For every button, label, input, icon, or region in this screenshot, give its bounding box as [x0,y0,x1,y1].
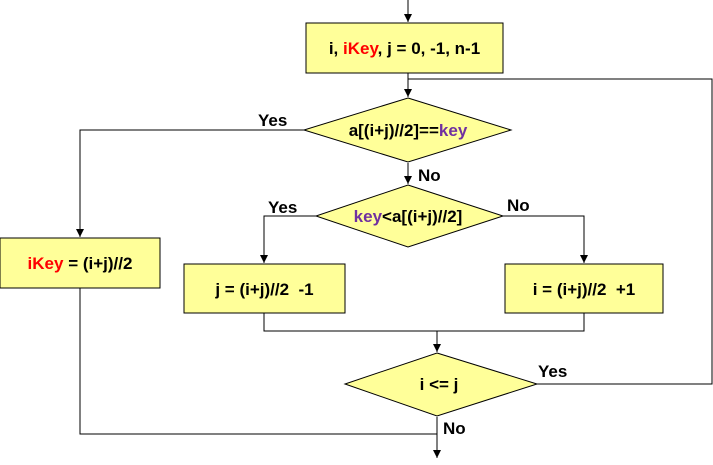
cond-equal-diamond [302,97,513,163]
node-cond-equal: a[(i+j)//2]==key [302,97,513,163]
set-j-part: j = (i+j)//2 -1 [214,280,313,299]
init-box [305,22,504,74]
init-part: iKey [343,39,379,58]
arrow-less-yes [260,215,316,263]
set-ikey-box [0,237,161,289]
set-i-part: i = (i+j)//2 +1 [533,280,636,299]
set-j-box [183,263,346,314]
cond-equal-part: key [439,121,468,140]
cond-less-part: <a[(i+j)//2] [382,207,462,226]
label-less-no: No [507,196,530,215]
label-less-yes: Yes [268,198,297,217]
node-cond-loop: i <= j [343,352,539,417]
node-cond-less: key<a[(i+j)//2] [314,184,505,248]
cond-less-diamond [314,184,505,248]
init-text: i, iKey, j = 0, -1, n-1 [329,39,480,58]
node-init: i, iKey, j = 0, -1, n-1 [305,22,504,74]
label-equal-no: No [418,166,441,185]
cond-less-text: key<a[(i+j)//2] [354,207,463,226]
label-loop-yes: Yes [538,362,567,381]
cond-equal-part: a[(i+j)//2]== [349,121,439,140]
init-part: , j = 0, -1, n-1 [378,39,481,58]
arrow-equal-yes [76,129,304,237]
edge-labels: Yes No Yes No Yes No [258,111,567,438]
ikey-exit-line [79,288,437,435]
cond-equal-text: a[(i+j)//2]==key [349,121,468,140]
loop-back-line [408,78,713,385]
set-ikey-text: iKey = (i+j)//2 [28,254,133,273]
cond-less-part: key [354,207,383,226]
arrow-less-no [503,215,588,263]
set-ikey-part: = (i+j)//2 [63,254,132,273]
set-i-text: i = (i+j)//2 +1 [533,280,636,299]
merge-line [263,313,585,332]
node-set-i: i = (i+j)//2 +1 [504,263,664,314]
label-loop-no: No [443,419,466,438]
cond-loop-text: i <= j [420,375,459,394]
node-set-j: j = (i+j)//2 -1 [183,263,346,314]
set-j-text: j = (i+j)//2 -1 [214,280,313,299]
connectors [76,0,713,458]
node-set-ikey: iKey = (i+j)//2 [0,237,161,289]
cond-loop-part: i <= j [420,375,459,394]
init-part: i, [329,39,343,58]
cond-loop-diamond [343,352,539,417]
label-equal-yes: Yes [258,111,287,130]
set-ikey-part: iKey [28,254,64,273]
set-i-box [504,263,664,314]
